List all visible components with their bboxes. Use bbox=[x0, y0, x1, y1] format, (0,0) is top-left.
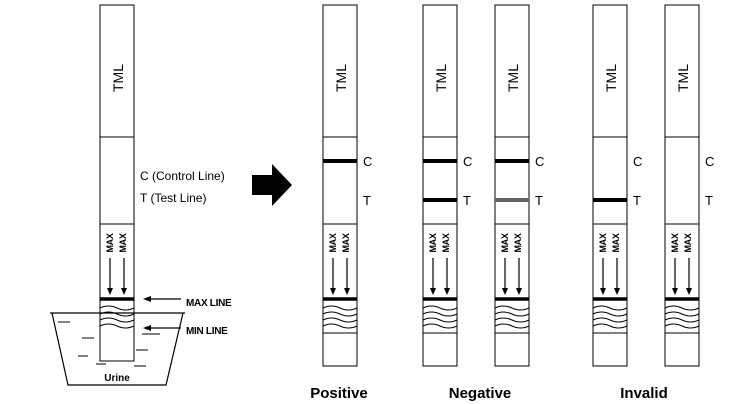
down-arrow-icon bbox=[614, 258, 620, 295]
strip-label: TML bbox=[675, 64, 691, 92]
max-label: MAX bbox=[105, 233, 115, 252]
marker-t: T bbox=[705, 193, 713, 208]
max-label: MAX bbox=[328, 233, 338, 252]
wave-pattern-icon bbox=[322, 305, 358, 329]
left-arrow-icon bbox=[143, 296, 181, 302]
down-arrow-icon bbox=[502, 258, 508, 295]
down-arrow-icon bbox=[121, 258, 127, 295]
max-label: MAX bbox=[500, 233, 510, 252]
marker-t: T bbox=[633, 193, 641, 208]
legend-control-line: C (Control Line) bbox=[140, 169, 225, 183]
strip-positive: TML C T MAX MAX bbox=[322, 4, 372, 367]
max-label: MAX bbox=[611, 233, 621, 252]
strip-outline bbox=[664, 4, 700, 367]
down-arrow-icon bbox=[686, 258, 692, 295]
strip-invalid-2: TML C T MAX MAX bbox=[664, 4, 714, 367]
right-arrow-icon bbox=[252, 164, 292, 206]
strip-outline bbox=[99, 4, 135, 362]
strip-label: TML bbox=[603, 64, 619, 92]
strip-negative-2: TML C T MAX MAX bbox=[494, 4, 544, 367]
down-arrow-icon bbox=[107, 258, 113, 295]
max-label: MAX bbox=[598, 233, 608, 252]
max-label: MAX bbox=[670, 233, 680, 252]
strip-label: TML bbox=[433, 64, 449, 92]
result-positive-label: Positive bbox=[310, 385, 368, 402]
wave-pattern-icon bbox=[592, 305, 628, 329]
down-arrow-icon bbox=[330, 258, 336, 295]
down-arrow-icon bbox=[600, 258, 606, 295]
marker-t: T bbox=[535, 193, 543, 208]
min-line-label: MIN LINE bbox=[186, 326, 228, 337]
strip-invalid-1: TML C T MAX MAX bbox=[592, 4, 642, 367]
strip-outline bbox=[422, 4, 458, 367]
urine-label: Urine bbox=[104, 373, 130, 384]
marker-c: C bbox=[363, 154, 372, 169]
result-negative-label: Negative bbox=[449, 385, 512, 402]
strip-outline bbox=[322, 4, 358, 367]
max-line-label: MAX LINE bbox=[186, 298, 232, 309]
strip-label: TML bbox=[505, 64, 521, 92]
max-label: MAX bbox=[118, 233, 128, 252]
max-label: MAX bbox=[441, 233, 451, 252]
down-arrow-icon bbox=[672, 258, 678, 295]
marker-c: C bbox=[705, 154, 714, 169]
max-label: MAX bbox=[683, 233, 693, 252]
wave-pattern-icon bbox=[664, 305, 700, 329]
cup-outline bbox=[51, 312, 184, 386]
marker-t: T bbox=[463, 193, 471, 208]
down-arrow-icon bbox=[430, 258, 436, 295]
strip-negative-1: TML C T MAX MAX bbox=[422, 4, 472, 367]
urine-surface-marks bbox=[58, 321, 160, 367]
urine-cup: Urine MAX LINE MIN LINE bbox=[50, 296, 232, 386]
marker-c: C bbox=[535, 154, 544, 169]
down-arrow-icon bbox=[444, 258, 450, 295]
max-label: MAX bbox=[513, 233, 523, 252]
left-arrow-icon bbox=[143, 325, 181, 331]
strip-label: TML bbox=[333, 64, 349, 92]
strip-outline bbox=[494, 4, 530, 367]
legend-test-line: T (Test Line) bbox=[140, 191, 206, 205]
wave-pattern-icon bbox=[494, 305, 530, 329]
strip-in-cup: TML MAX MAX C (Control Line) T (Test Lin… bbox=[99, 4, 225, 362]
max-label: MAX bbox=[341, 233, 351, 252]
down-arrow-icon bbox=[516, 258, 522, 295]
down-arrow-icon bbox=[344, 258, 350, 295]
result-invalid-label: Invalid bbox=[620, 385, 668, 402]
wave-pattern-icon bbox=[99, 305, 135, 329]
marker-t: T bbox=[363, 193, 371, 208]
strip-label: TML bbox=[110, 64, 126, 92]
marker-c: C bbox=[463, 154, 472, 169]
strip-outline bbox=[592, 4, 628, 367]
max-label: MAX bbox=[428, 233, 438, 252]
wave-pattern-icon bbox=[422, 305, 458, 329]
marker-c: C bbox=[633, 154, 642, 169]
